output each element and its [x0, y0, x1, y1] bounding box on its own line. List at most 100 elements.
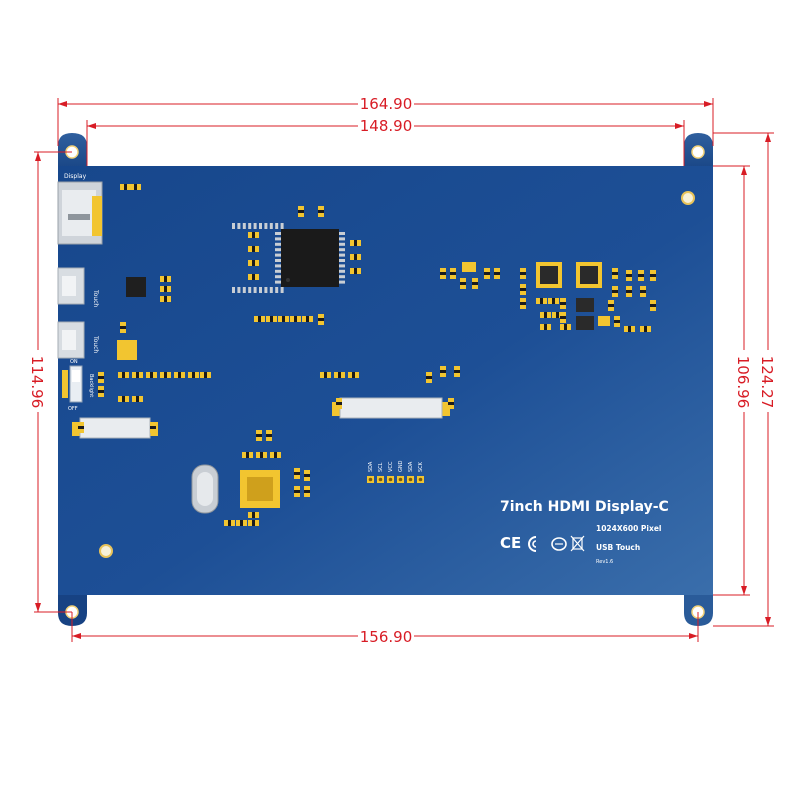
- smd-passive: [160, 296, 171, 302]
- smd-passive: [290, 316, 301, 322]
- smd-passive: [160, 372, 171, 378]
- smd-passive: [640, 326, 651, 332]
- smd-passive: [242, 452, 253, 458]
- ic-pin: [339, 253, 345, 257]
- smd-passive: [350, 254, 361, 260]
- smd-passive: [560, 298, 566, 309]
- smd-passive: [98, 372, 104, 383]
- smd-passive: [650, 300, 656, 311]
- smd-passive: [256, 430, 262, 441]
- mount-hole-top-right: [691, 145, 705, 159]
- ic-pin: [269, 223, 273, 229]
- ic-pin: [339, 242, 345, 246]
- header-pin-hole: [378, 477, 383, 482]
- crystal-oscillator: [191, 464, 219, 514]
- resolution-label: 1024X600 Pixel: [596, 524, 662, 533]
- smd-passive: [626, 286, 632, 297]
- dim-outer-height: 124.27: [758, 356, 776, 409]
- dim-inner-height: 106.96: [734, 356, 752, 409]
- smd-passive: [236, 520, 247, 526]
- smd-passive: [294, 468, 300, 479]
- smd-passive: [248, 232, 259, 238]
- smd-passive: [248, 246, 259, 252]
- smd-passive: [188, 372, 199, 378]
- smd-passive: [78, 422, 84, 433]
- smd-passive: [650, 270, 656, 281]
- smd-passive: [294, 486, 300, 497]
- smd-passive: [560, 312, 566, 323]
- smd-passive: [120, 184, 131, 190]
- ic-pin: [339, 269, 345, 273]
- smd-passive: [302, 316, 313, 322]
- header-pin-hole: [388, 477, 393, 482]
- smd-passive: [248, 274, 259, 280]
- ic-pin: [264, 287, 268, 293]
- smd-passive: [548, 298, 559, 304]
- smd-passive: [440, 268, 446, 279]
- smd-passive: [248, 520, 259, 526]
- pcb-body: [58, 166, 713, 595]
- smd-passive: [334, 372, 345, 378]
- smd-passive: [318, 314, 324, 325]
- smd-passive: [560, 324, 571, 330]
- ic-pin: [237, 287, 241, 293]
- smd-passive: [536, 298, 547, 304]
- smd-passive: [348, 372, 359, 378]
- power-section: [462, 262, 610, 330]
- smd-passive: [454, 366, 460, 377]
- main-ic-pins: [232, 223, 345, 293]
- header-pin-label: SCL: [378, 462, 384, 472]
- fiducial-bottom-left: [99, 544, 113, 558]
- smd-passive: [320, 372, 331, 378]
- ic-pin: [275, 248, 281, 252]
- smd-passive: [270, 452, 281, 458]
- smd-passive: [614, 316, 620, 327]
- smd-passive: [426, 372, 432, 383]
- ic-pin: [339, 264, 345, 268]
- smd-passive: [494, 268, 500, 279]
- ic-pin: [280, 287, 284, 293]
- smd-passive: [612, 286, 618, 297]
- ic-pin: [275, 264, 281, 268]
- header-pin-hole: [418, 477, 423, 482]
- smd-passive: [118, 372, 129, 378]
- ic-pin: [232, 223, 235, 229]
- ic-pin: [264, 223, 268, 229]
- smd-passive: [304, 486, 310, 497]
- ic-pin: [275, 280, 281, 284]
- usb-touch-connector-2: [57, 321, 85, 359]
- header-pin-label: SCK: [418, 461, 424, 472]
- smd-passive: [160, 276, 171, 282]
- ic-pin: [232, 287, 235, 293]
- smd-passive: [520, 298, 526, 309]
- board-title: 7inch HDMI Display-C: [500, 499, 669, 515]
- smd-passive: [278, 316, 289, 322]
- dim-overall-width: 164.90: [360, 95, 413, 113]
- dim-hole-spacing: 156.90: [360, 628, 413, 646]
- display-connector-label: Display: [64, 173, 87, 180]
- ic-pin: [339, 259, 345, 262]
- dim-pcb-width: 148.90: [360, 117, 413, 135]
- switch-on-label: ON: [70, 359, 78, 365]
- ic-pin: [275, 269, 281, 273]
- dim-left-height: 114.96: [28, 356, 46, 409]
- smd-passive: [638, 270, 644, 281]
- smd-passive: [472, 278, 478, 289]
- usb-touch-label: USB Touch: [596, 543, 640, 552]
- smd-passive: [640, 286, 646, 297]
- touch-ic: [126, 277, 146, 297]
- ic-pin: [275, 253, 281, 257]
- hdmi-connector: [57, 181, 103, 245]
- ic-pin: [339, 237, 345, 241]
- ic-pin: [259, 223, 262, 229]
- ic-pin: [242, 287, 246, 293]
- smd-passive: [248, 260, 259, 266]
- ic-pin: [275, 275, 281, 279]
- ic-pin: [275, 232, 281, 235]
- ic-pin: [253, 223, 257, 229]
- ic-pin: [339, 232, 345, 235]
- certification-marks: CE: [500, 534, 585, 552]
- smd-passive: [200, 372, 211, 378]
- smd-passive: [450, 268, 456, 279]
